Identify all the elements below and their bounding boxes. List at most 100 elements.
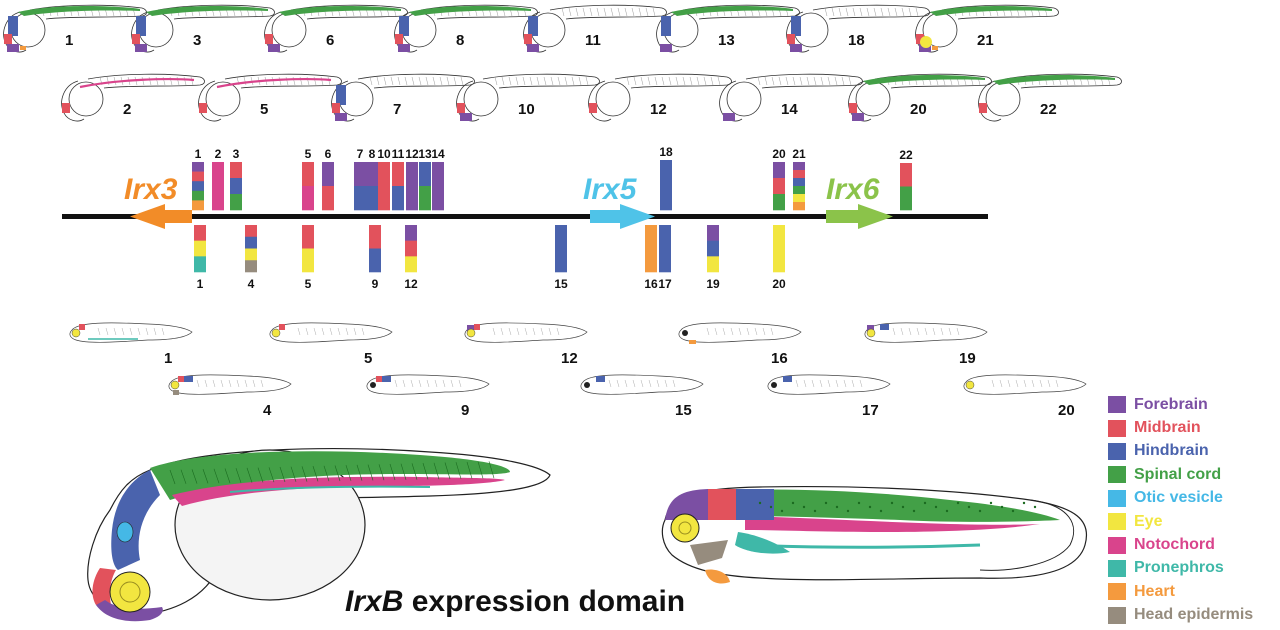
somite-stroke [432, 76, 436, 86]
tadpole-somite-stroke [145, 327, 149, 336]
somite-dot [890, 501, 894, 505]
lower-track-segment [369, 248, 381, 273]
notochord-domain [79, 78, 195, 89]
upper-track-segment [773, 178, 785, 195]
tadpole-somite-stroke [410, 379, 414, 388]
tadpole-somite-stroke [616, 379, 620, 388]
upper-track-segment [192, 162, 204, 172]
midbrain-domain [178, 376, 184, 382]
zebrafish-label: 13 [718, 32, 735, 49]
zebrafish-label: 22 [1040, 101, 1057, 118]
eye-outline [370, 382, 376, 388]
upper-track-segment [419, 162, 431, 187]
hindbrain-domain [791, 16, 801, 36]
upper-track-label: 11 [392, 147, 405, 161]
eye-outline [682, 330, 688, 336]
somite-stroke [191, 469, 198, 484]
hindbrain-domain [783, 376, 792, 382]
midbrain-domain [279, 324, 285, 330]
legend-label: Notochord [1134, 536, 1215, 554]
midbrain-domain [199, 103, 207, 113]
somite-dot [967, 505, 971, 509]
heart-domain [705, 569, 730, 584]
upper-track-label: 8 [369, 147, 376, 161]
figure-caption: IrxB expression domain [345, 585, 685, 619]
somite-stroke [647, 76, 651, 86]
somite-stroke [771, 76, 775, 86]
upper-track-segment [793, 178, 805, 187]
tadpole-somite-stroke [730, 327, 734, 336]
tadpole-somite-stroke [548, 327, 552, 336]
legend-label: Forebrain [1134, 395, 1208, 413]
tadpole-somite-stroke [508, 327, 512, 336]
embryo-tail-outline [357, 73, 475, 89]
caption-gene: IrxB [345, 585, 404, 618]
embryo-tail-outline [87, 73, 205, 89]
somite-stroke [848, 76, 852, 86]
lower-track-segment [773, 225, 785, 273]
tadpole-somite-stroke [956, 327, 960, 336]
tadpole-label: 17 [862, 402, 879, 419]
legend-swatch [1108, 442, 1126, 460]
lower-track-label: 4 [248, 277, 255, 291]
eye-domain [466, 328, 476, 338]
xenopus-tadpole-icon [69, 322, 193, 343]
tadpole-somite-stroke [843, 379, 847, 388]
upper-track-segment [432, 162, 444, 211]
upper-track-segment [212, 162, 224, 211]
zebrafish-label: 3 [193, 32, 201, 49]
somite-stroke [631, 7, 635, 17]
midbrain-domain [916, 34, 924, 44]
legend-label: Spinal cord [1134, 465, 1222, 483]
somite-stroke [799, 76, 803, 86]
tadpole-somite-stroke [608, 379, 612, 388]
somite-stroke [603, 7, 607, 17]
pronephros-glomus [735, 532, 790, 554]
somite-dot [824, 501, 828, 505]
upper-track-label: 7 [357, 147, 364, 161]
eye-domain [109, 571, 151, 613]
somite-stroke [661, 76, 665, 86]
somite-stroke [425, 76, 429, 86]
somite-stroke [422, 463, 429, 480]
tadpole-outline [864, 322, 988, 343]
zebrafish-label: 7 [393, 101, 401, 118]
midbrain-domain [395, 34, 403, 44]
zebrafish-label: 2 [123, 101, 131, 118]
somite-stroke [806, 76, 810, 86]
tadpole-outline [963, 374, 1087, 395]
zebrafish-embryo-icon [61, 73, 205, 122]
somite-dot [857, 501, 861, 505]
eye-outline [584, 382, 590, 388]
somite-stroke [585, 76, 589, 86]
somite-stroke [578, 76, 582, 86]
somite-stroke [633, 76, 637, 86]
upper-track-segment [192, 171, 204, 182]
somite-stroke [596, 7, 600, 17]
eye-domain [170, 380, 180, 390]
eye-domain [866, 328, 876, 338]
midbrain-domain [457, 103, 465, 113]
somite-stroke [717, 76, 721, 86]
xenopus-tadpole-icon [864, 322, 988, 343]
somite-dot [901, 505, 905, 509]
upper-track-label: 14 [431, 147, 445, 161]
somite-stroke [852, 7, 856, 17]
embryo-yolk-outline [726, 81, 762, 117]
somite-stroke [626, 76, 630, 86]
somite-stroke [610, 7, 614, 17]
somite-stroke [369, 76, 373, 86]
somite-stroke [356, 464, 363, 481]
tadpole-label: 9 [461, 402, 469, 419]
lower-track-segment [194, 240, 206, 257]
somite-stroke [887, 7, 891, 17]
tadpole-somite-stroke [762, 327, 766, 336]
hindbrain-domain [184, 376, 193, 382]
tadpole-somite-stroke [892, 327, 896, 336]
tadpole-somite-stroke [916, 327, 920, 336]
somite-stroke [550, 76, 554, 86]
tadpole-somite-stroke [754, 327, 758, 336]
tadpole-somite-stroke [153, 327, 157, 336]
forebrain-domain [852, 113, 864, 121]
hindbrain-domain [382, 376, 391, 382]
